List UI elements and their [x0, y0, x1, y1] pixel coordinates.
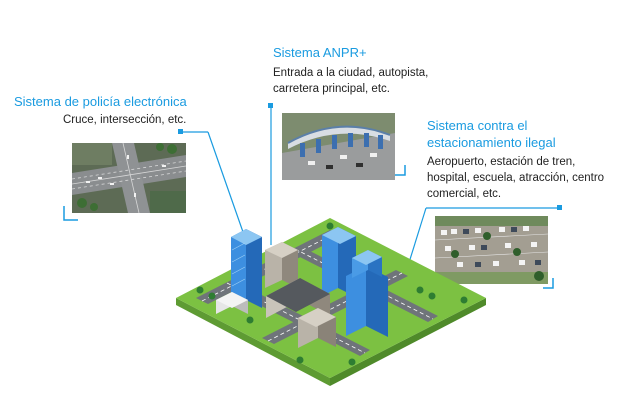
photo-corner-brackets — [63, 165, 554, 289]
police-title: Sistema de policía electrónica — [14, 94, 187, 109]
parking-title-2: estacionamiento ilegal — [427, 135, 556, 150]
parking-desc-3: comercial, etc. — [427, 188, 502, 200]
anpr-desc-1: Entrada a la ciudad, autopista, — [273, 67, 429, 79]
anpr-desc-2: carretera principal, etc. — [273, 83, 390, 95]
parking-desc-1: Aeropuerto, estación de tren, — [427, 156, 576, 168]
toll-gate-photo — [282, 113, 395, 180]
connector-dots — [178, 103, 562, 210]
anpr-title: Sistema ANPR+ — [273, 45, 367, 60]
city-block-illustration — [176, 218, 486, 386]
parking-desc-2: hospital, escuela, atracción, centro — [427, 172, 605, 184]
parking-title-1: Sistema contra el — [427, 118, 528, 133]
parking-lot-photo — [435, 216, 548, 284]
intersection-photo — [72, 143, 186, 213]
police-desc: Cruce, intersección, etc. — [63, 114, 187, 126]
